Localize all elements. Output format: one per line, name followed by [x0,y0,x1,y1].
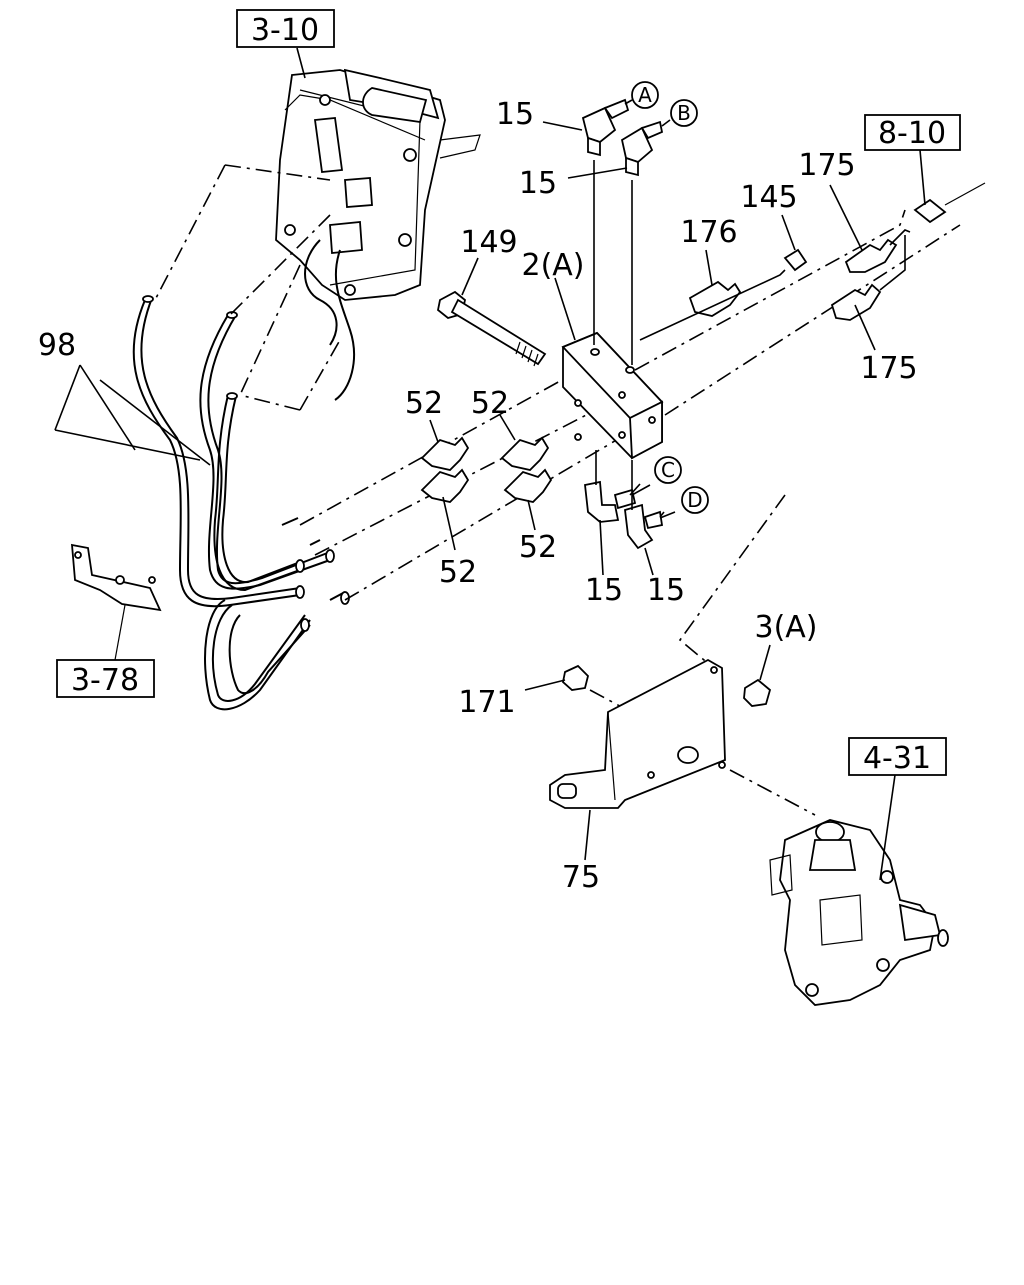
reference-box-3-10[interactable]: 3-10 [236,9,335,48]
callout-letter: C [661,458,675,482]
elbow-fittings-top [581,98,671,365]
callout-letter: B [677,101,691,125]
part-label-52: 52 [405,386,443,421]
reference-label: 8-10 [878,116,946,151]
part-label-149: 149 [460,225,517,260]
pump-assembly [769,819,949,1006]
callout-d: D [681,486,709,514]
part-label-175: 175 [860,351,917,386]
part-label-175: 175 [798,148,855,183]
part-label-15: 15 [585,573,623,608]
pressure-switches [639,182,986,341]
leader-lines [54,47,926,881]
part-label-15: 15 [519,166,557,201]
mounting-bracket-75 [549,658,772,809]
pedal-bracket-assembly [275,68,481,401]
part-label-98: 98 [38,328,76,363]
part-label-52: 52 [471,386,509,421]
part-label-145: 145 [740,180,797,215]
part-label-52: 52 [439,555,477,590]
bolt-149 [437,290,547,367]
part-label-75: 75 [562,860,600,895]
guide-lines [154,164,961,816]
callout-letter: A [638,83,652,107]
reference-label: 4-31 [863,741,931,776]
part-label-3a: 3(A) [754,610,817,645]
junction-block [561,331,664,460]
part-label-171: 171 [458,685,515,720]
callout-letter: D [687,488,702,512]
callout-a: A [631,81,659,109]
reference-box-8-10[interactable]: 8-10 [864,114,961,151]
bracket-3-78 [71,543,162,661]
callout-b: B [670,99,698,127]
reference-box-4-31[interactable]: 4-31 [848,737,947,776]
part-label-15: 15 [647,573,685,608]
part-label-2a: 2(A) [521,248,584,283]
union-fittings-52 [420,436,553,503]
reference-label: 3-78 [71,663,139,698]
elbow-fittings-bottom [584,450,676,550]
part-label-15: 15 [496,97,534,132]
brake-pipe-bundle [132,295,350,711]
part-label-52: 52 [519,530,557,565]
reference-label: 3-10 [251,13,319,48]
part-label-176: 176 [680,215,737,250]
callout-c: C [654,456,682,484]
reference-box-3-78[interactable]: 3-78 [56,659,155,698]
